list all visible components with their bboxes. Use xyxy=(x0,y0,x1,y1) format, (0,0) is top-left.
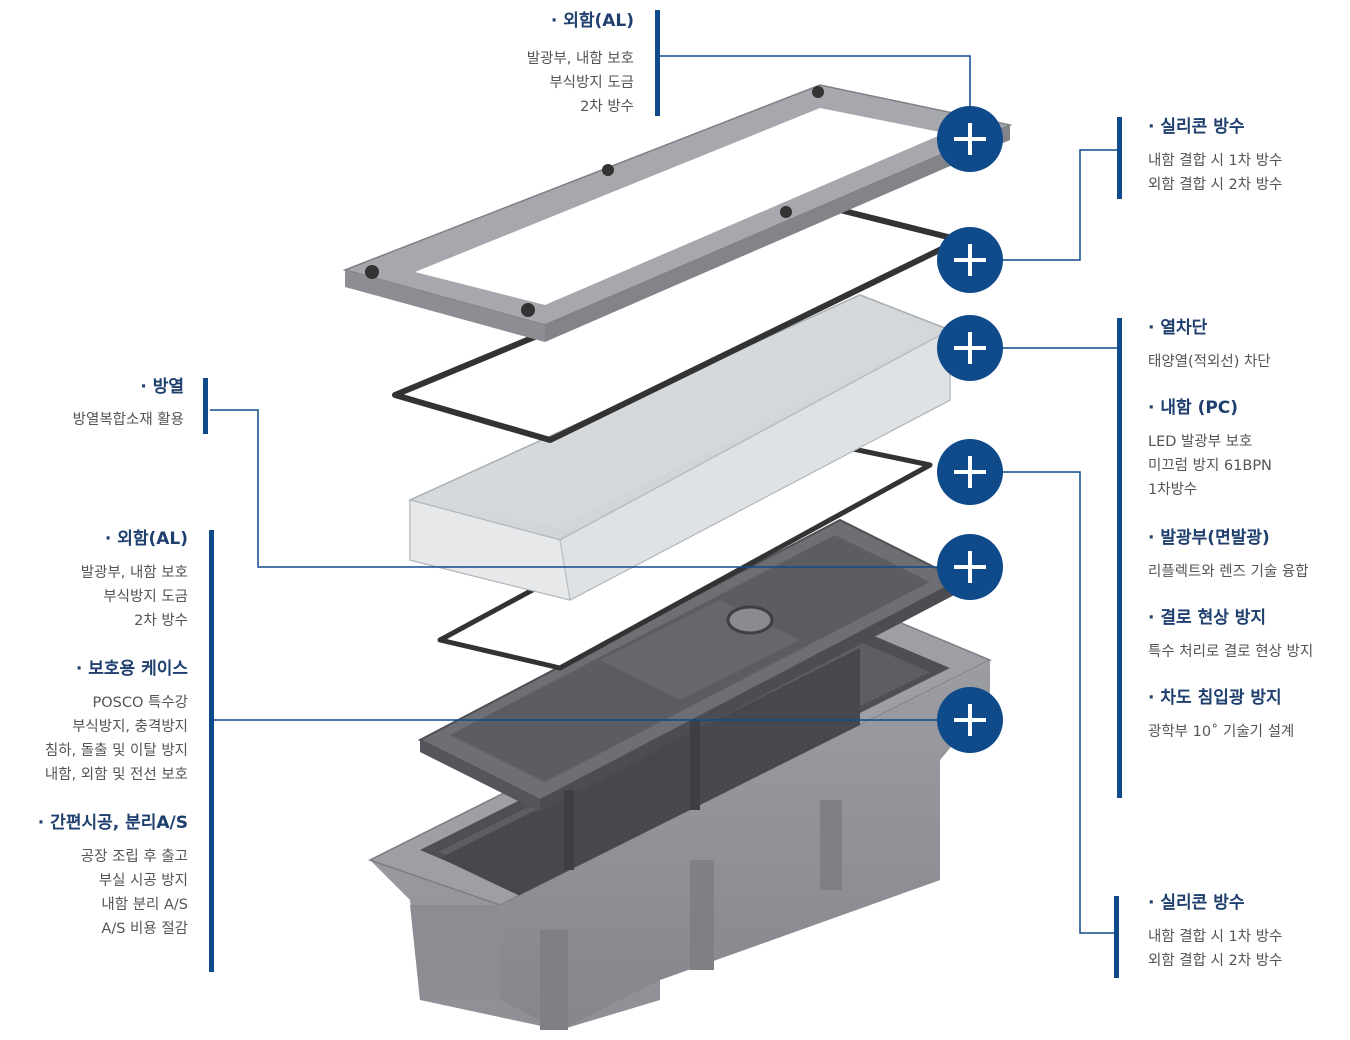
right-silicone-top-line: 내함 결합 시 1차 방수 xyxy=(1148,153,1283,169)
left-group-bar xyxy=(209,530,214,972)
left-easy-install-line: A/S 비용 절감 xyxy=(101,921,188,937)
plus-button-inner-case[interactable] xyxy=(937,439,1003,505)
right-inner-case-title: · 내함 (PC) xyxy=(1148,398,1239,418)
right-inner-case-line: 미끄럼 방지 61BPN xyxy=(1148,458,1272,474)
left-protective-case-line: 침하, 돌출 및 이탈 방지 xyxy=(44,743,188,759)
right-silicone-top-bar xyxy=(1117,117,1122,199)
plus-button-outer-frame[interactable] xyxy=(937,106,1003,172)
left-protective-case-line: 부식방지, 충격방지 xyxy=(72,719,188,735)
plus-button-protective-case[interactable] xyxy=(937,687,1003,753)
right-inner-case-line: LED 발광부 보호 xyxy=(1148,434,1253,450)
left-easy-install-title: · 간편시공, 분리A/S xyxy=(37,813,188,833)
right-group-bar xyxy=(1117,318,1122,798)
left-outer-frame-line: 발광부, 내함 보호 xyxy=(80,565,188,581)
left-outer-frame-title: · 외함(AL) xyxy=(104,529,188,549)
left-group-block: · 외함(AL) 발광부, 내함 보호 부식방지 도금 2차 방수 · 보호용 … xyxy=(38,527,188,941)
right-condensation-line: 특수 처리로 결로 현상 방지 xyxy=(1148,644,1314,660)
left-easy-install-line: 부실 시공 방지 xyxy=(98,873,188,889)
left-heat-block: · 방열 방열복합소재 활용 xyxy=(73,375,184,432)
left-protective-case-line: 내함, 외함 및 전선 보호 xyxy=(44,767,188,783)
right-silicone-bottom-line: 내함 결합 시 1차 방수 xyxy=(1148,929,1283,945)
top-outer-frame-line: 2차 방수 xyxy=(580,99,634,115)
right-silicone-top-title: · 실리콘 방수 xyxy=(1148,117,1245,137)
left-easy-install-line: 내함 분리 A/S xyxy=(101,897,188,913)
plus-button-heat-shield[interactable] xyxy=(937,315,1003,381)
left-outer-frame-line: 2차 방수 xyxy=(134,613,188,629)
left-heat-title: · 방열 xyxy=(140,377,184,397)
left-protective-case-title: · 보호용 케이스 xyxy=(75,659,188,679)
top-outer-frame-line: 부식방지 도금 xyxy=(549,75,634,91)
right-emitter-title: · 발광부(면발광) xyxy=(1148,528,1270,548)
top-block-bar xyxy=(655,10,660,116)
connector-lines xyxy=(210,55,1118,934)
right-heat-block-line: 태양열(적외선) 차단 xyxy=(1148,354,1271,370)
right-silicone-bottom-title: · 실리콘 방수 xyxy=(1148,893,1245,913)
right-group-block: · 열차단 태양열(적외선) 차단 · 내함 (PC) LED 발광부 보호 미… xyxy=(1148,316,1313,744)
left-outer-frame-line: 부식방지 도금 xyxy=(103,589,188,605)
right-silicone-bottom-line: 외함 결합 시 2차 방수 xyxy=(1148,953,1283,969)
right-heat-block-title: · 열차단 xyxy=(1148,318,1208,338)
left-protective-case-line: POSCO 특수강 xyxy=(92,695,188,711)
right-light-intrusion-title: · 차도 침입광 방지 xyxy=(1148,688,1282,708)
right-inner-case-line: 1차방수 xyxy=(1148,482,1198,498)
plus-button-heat-dissipation[interactable] xyxy=(937,534,1003,600)
top-outer-frame-block: · 외함(AL) 발광부, 내함 보호 부식방지 도금 2차 방수 xyxy=(527,9,634,119)
left-heat-line: 방열복합소재 활용 xyxy=(72,412,184,428)
protective-case-shape xyxy=(368,609,992,1030)
left-easy-install-line: 공장 조립 후 출고 xyxy=(80,849,188,865)
right-emitter-line: 리플렉트와 렌즈 기술 융합 xyxy=(1148,564,1309,580)
right-silicone-bottom-block: · 실리콘 방수 내함 결합 시 1차 방수 외함 결합 시 2차 방수 xyxy=(1148,891,1282,973)
top-outer-frame-title: · 외함(AL) xyxy=(550,11,634,31)
inner-case-shape xyxy=(407,294,952,601)
outer-frame-shape xyxy=(342,84,1013,342)
right-silicone-top-block: · 실리콘 방수 내함 결합 시 1차 방수 외함 결합 시 2차 방수 xyxy=(1148,115,1282,197)
top-outer-frame-line: 발광부, 내함 보호 xyxy=(526,51,634,67)
right-condensation-title: · 결로 현상 방지 xyxy=(1148,608,1267,628)
right-light-intrusion-line: 광학부 10˚ 기술기 설계 xyxy=(1148,724,1295,740)
plus-button-silicone-gasket[interactable] xyxy=(937,227,1003,293)
right-silicone-top-line: 외함 결합 시 2차 방수 xyxy=(1148,177,1283,193)
right-silicone-bottom-bar xyxy=(1114,896,1119,978)
left-heat-bar xyxy=(203,378,208,434)
